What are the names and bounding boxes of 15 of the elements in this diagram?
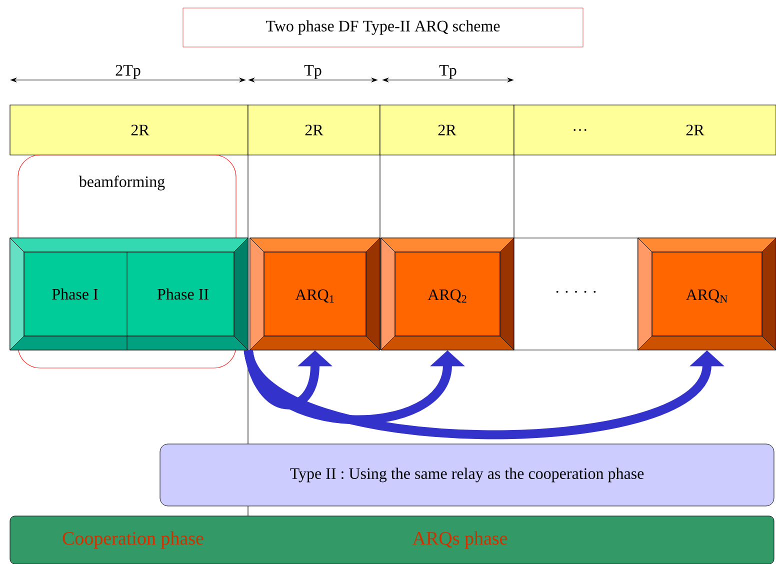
slot-cell: 2R (248, 104, 380, 156)
note-box: Type II : Using the same relay as the cooperation phase (160, 444, 774, 506)
arq-block: ARQ$_{N}$ (638, 238, 776, 350)
dimension-label: 2Tp (116, 65, 140, 79)
title-box: Two phase DF Type-II ARQ scheme (182, 8, 584, 48)
slot-cell: 2R (10, 104, 248, 156)
ellipsis-box: · · · · · (514, 238, 638, 350)
phase-bar: Cooperation phase ARQs phase (10, 516, 774, 564)
dimension-label: Tp (439, 65, 456, 79)
dimension-label: Tp (304, 65, 322, 79)
arq-block: ARQ$_{2}$ (380, 238, 514, 350)
arq-block: ARQ$_{1}$ (250, 238, 380, 350)
slot-cell: … 2R (514, 104, 776, 156)
slot-cell: 2R (380, 104, 514, 156)
phase-block: Phase I Phase II (10, 238, 248, 350)
